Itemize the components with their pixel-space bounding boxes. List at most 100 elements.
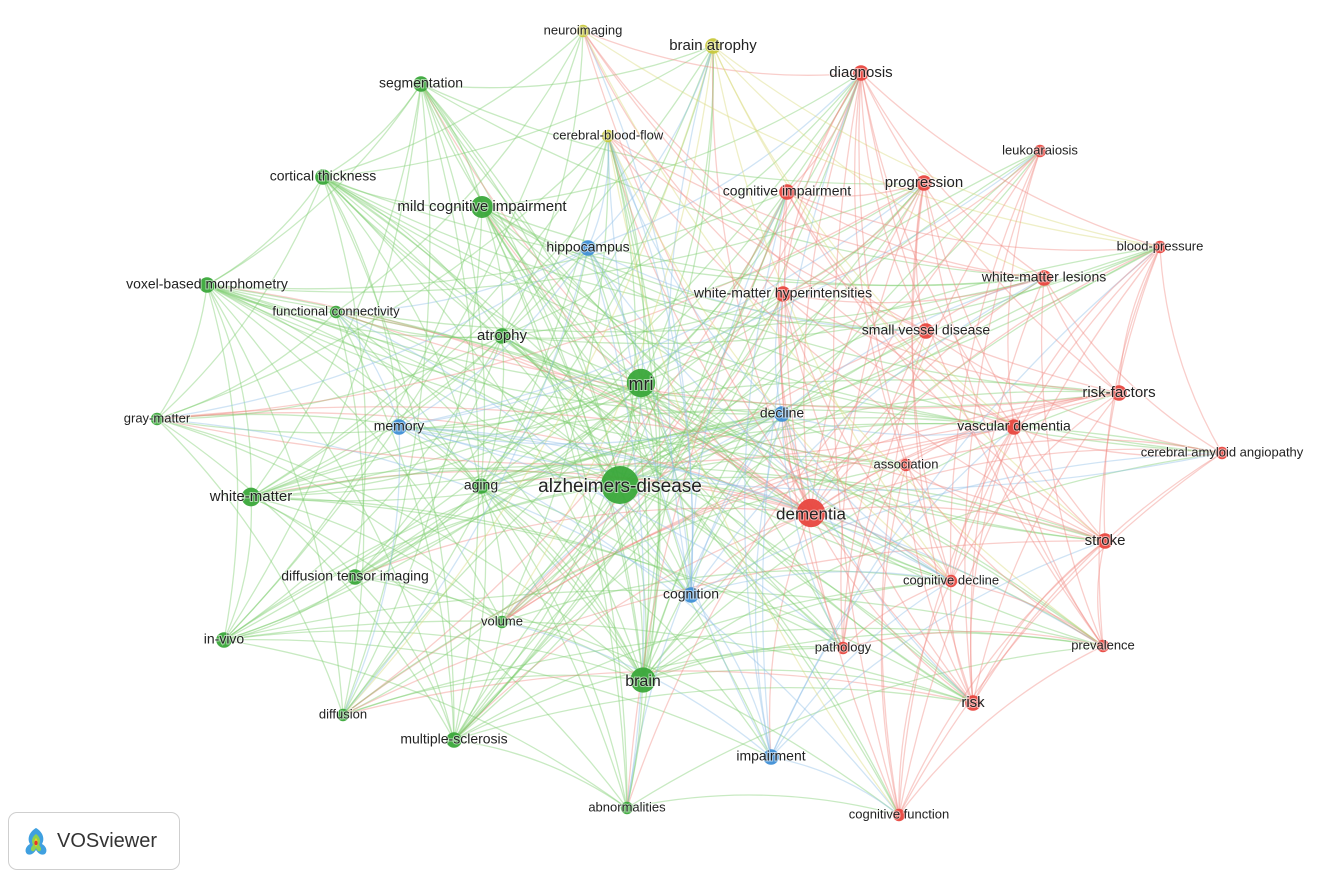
network-link xyxy=(223,576,356,641)
node-label-cerebral-amyloid-angiopathy[interactable]: cerebral amyloid angiopathy xyxy=(1140,443,1305,460)
node-label-association[interactable]: association xyxy=(872,455,939,472)
node-label-cognitive-decline[interactable]: cognitive decline xyxy=(902,571,1000,588)
node-mild-cognitive-impairment[interactable] xyxy=(471,196,493,218)
network-link xyxy=(972,540,1106,704)
node-stroke[interactable] xyxy=(1097,533,1113,549)
node-label-progression[interactable]: progression xyxy=(884,173,964,192)
node-label-mild-cognitive-impairment[interactable]: mild cognitive impairment xyxy=(396,197,568,216)
node-label-risk[interactable]: risk xyxy=(960,693,986,712)
node-label-brain-atrophy[interactable]: brain atrophy xyxy=(668,36,758,55)
node-label-volume[interactable]: volume xyxy=(480,612,524,629)
node-label-diffusion-tensor-imaging[interactable]: diffusion tensor imaging xyxy=(280,567,430,585)
node-label-pathology[interactable]: pathology xyxy=(814,638,873,655)
node-cortical-thickness[interactable] xyxy=(315,169,331,185)
node-label-diagnosis[interactable]: diagnosis xyxy=(828,63,893,82)
node-multiple-sclerosis[interactable] xyxy=(446,732,462,748)
node-memory[interactable] xyxy=(391,419,407,435)
node-label-leukoaraiosis[interactable]: leukoaraiosis xyxy=(1001,141,1079,158)
node-label-alzheimers-disease[interactable]: alzheimers-disease xyxy=(537,475,703,498)
node-mri[interactable] xyxy=(626,368,656,398)
node-diagnosis[interactable] xyxy=(853,65,869,81)
node-impairment[interactable] xyxy=(763,749,779,765)
node-label-white-matter-hyperintensities[interactable]: white-matter hyperintensities xyxy=(692,284,873,302)
network-link xyxy=(156,135,609,420)
node-label-gray-matter[interactable]: gray-matter xyxy=(123,409,192,426)
node-label-diffusion[interactable]: diffusion xyxy=(318,705,368,722)
node-cognitive-decline[interactable] xyxy=(944,574,958,588)
node-functional-connectivity[interactable] xyxy=(329,305,343,319)
node-segmentation[interactable] xyxy=(413,76,429,92)
node-abnormalities[interactable] xyxy=(620,801,634,815)
node-aging[interactable] xyxy=(473,478,489,494)
node-label-risk-factors[interactable]: risk-factors xyxy=(1081,383,1156,402)
node-label-functional-connectivity[interactable]: functional connectivity xyxy=(271,302,401,319)
node-label-decline[interactable]: decline xyxy=(759,404,806,422)
node-label-voxel-based-morphometry[interactable]: voxel-based morphometry xyxy=(125,275,289,293)
node-in-vivo[interactable] xyxy=(216,632,232,648)
network-link xyxy=(860,72,1161,248)
node-alzheimers-disease[interactable] xyxy=(601,466,639,504)
node-diffusion[interactable] xyxy=(336,708,350,722)
node-dementia[interactable] xyxy=(796,498,826,528)
node-white-matter-lesions[interactable] xyxy=(1036,270,1052,286)
network-link xyxy=(858,72,952,582)
node-brain[interactable] xyxy=(630,667,656,693)
node-label-cognition[interactable]: cognition xyxy=(662,585,720,603)
node-label-cortical-thickness[interactable]: cortical thickness xyxy=(269,167,378,185)
node-label-small-vessel-disease[interactable]: small vessel disease xyxy=(861,321,992,339)
node-label-white-matter-lesions[interactable]: white-matter lesions xyxy=(980,268,1108,286)
node-decline[interactable] xyxy=(774,406,790,422)
node-white-matter[interactable] xyxy=(241,487,261,507)
node-label-memory[interactable]: memory xyxy=(373,417,426,435)
node-leukoaraiosis[interactable] xyxy=(1033,144,1047,158)
network-link xyxy=(453,687,974,741)
node-cognition[interactable] xyxy=(683,587,699,603)
node-pathology[interactable] xyxy=(836,641,850,655)
node-cerebral-amyloid-angiopathy[interactable] xyxy=(1215,446,1229,460)
node-label-brain[interactable]: brain xyxy=(624,672,662,691)
node-neuroimaging[interactable] xyxy=(576,24,590,38)
node-voxel-based-morphometry[interactable] xyxy=(199,277,215,293)
node-label-segmentation[interactable]: segmentation xyxy=(378,74,464,92)
node-label-prevalence[interactable]: prevalence xyxy=(1070,636,1136,653)
node-volume[interactable] xyxy=(495,615,509,629)
network-link xyxy=(481,72,862,208)
node-small-vessel-disease[interactable] xyxy=(918,323,934,339)
network-link xyxy=(1043,277,1120,394)
node-label-aging[interactable]: aging xyxy=(463,476,499,494)
node-label-cerebral-blood-flow[interactable]: cerebral-blood-flow xyxy=(552,126,665,143)
node-label-mri[interactable]: mri xyxy=(628,373,655,395)
node-label-multiple-sclerosis[interactable]: multiple-sclerosis xyxy=(399,730,508,748)
node-label-in-vivo[interactable]: in-vivo xyxy=(203,630,246,648)
node-prevalence[interactable] xyxy=(1096,639,1110,653)
node-label-dementia[interactable]: dementia xyxy=(775,503,847,524)
node-label-neuroimaging[interactable]: neuroimaging xyxy=(543,21,624,38)
node-label-cognitive-impairment[interactable]: cognitive impairment xyxy=(722,182,852,200)
node-label-white-matter[interactable]: white-matter xyxy=(208,487,294,506)
node-hippocampus[interactable] xyxy=(580,240,596,256)
node-atrophy[interactable] xyxy=(494,328,510,344)
node-cognitive-function[interactable] xyxy=(892,808,906,822)
node-label-hippocampus[interactable]: hippocampus xyxy=(545,238,630,256)
node-risk[interactable] xyxy=(965,695,981,711)
node-association[interactable] xyxy=(899,458,913,472)
node-label-cognitive-function[interactable]: cognitive function xyxy=(848,805,950,822)
node-label-blood-pressure[interactable]: blood-pressure xyxy=(1116,237,1205,254)
node-risk-factors[interactable] xyxy=(1111,385,1127,401)
node-blood-pressure[interactable] xyxy=(1153,240,1167,254)
node-brain-atrophy[interactable] xyxy=(705,38,721,54)
network-link xyxy=(501,72,862,623)
node-progression[interactable] xyxy=(916,175,932,191)
node-label-atrophy[interactable]: atrophy xyxy=(476,326,529,345)
node-white-matter-hyperintensities[interactable] xyxy=(775,286,791,302)
node-label-abnormalities[interactable]: abnormalities xyxy=(587,798,667,815)
node-label-impairment[interactable]: impairment xyxy=(735,747,806,765)
node-diffusion-tensor-imaging[interactable] xyxy=(347,569,363,585)
network-link xyxy=(480,485,504,623)
node-vascular-dementia[interactable] xyxy=(1006,419,1022,435)
node-cerebral-blood-flow[interactable] xyxy=(601,129,615,143)
node-label-stroke[interactable]: stroke xyxy=(1084,531,1127,550)
node-gray-matter[interactable] xyxy=(150,412,164,426)
node-cognitive-impairment[interactable] xyxy=(779,184,795,200)
node-label-vascular-dementia[interactable]: vascular dementia xyxy=(956,417,1072,435)
